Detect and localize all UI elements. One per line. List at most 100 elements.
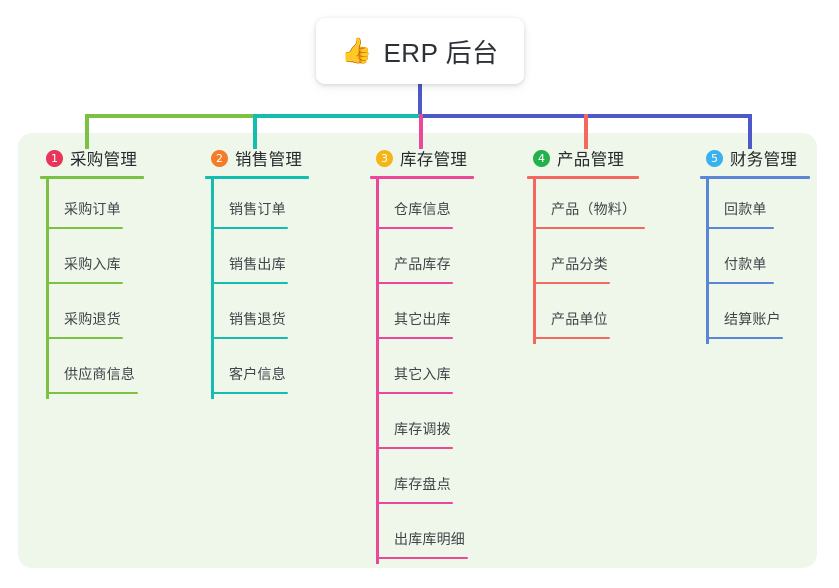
branch-title-2: 销售管理 [235, 151, 303, 169]
connector-root-stem [418, 84, 422, 115]
branch-items-1: 采购订单采购入库采购退货供应商信息 [40, 179, 144, 399]
branch-items-5: 回款单付款单结算账户 [700, 179, 810, 344]
branch-item-underline [376, 282, 453, 284]
branch-item[interactable]: 供应商信息 [40, 344, 144, 399]
branch-item-label: 供应商信息 [64, 366, 135, 382]
branch-header-5[interactable]: 5 财务管理 [700, 146, 810, 170]
branch-item[interactable]: 出库库明细 [370, 509, 474, 564]
branch-item[interactable]: 客户信息 [205, 344, 309, 399]
branch-column-5[interactable]: 5 财务管理回款单付款单结算账户 [700, 146, 810, 344]
branch-item[interactable]: 采购退货 [40, 289, 144, 344]
branch-item-label: 付款单 [724, 256, 767, 272]
branch-number-badge-4: 4 [533, 149, 550, 167]
branch-header-3[interactable]: 3 库存管理 [370, 146, 474, 170]
branch-title-5: 财务管理 [730, 151, 798, 169]
branch-item[interactable]: 销售退货 [205, 289, 309, 344]
branch-underline-1 [40, 176, 144, 179]
branch-item-label: 采购退货 [64, 311, 121, 327]
branch-item[interactable]: 库存盘点 [370, 454, 474, 509]
branch-underline-5 [700, 176, 810, 179]
connector-drop-2 [253, 114, 257, 149]
branch-number-badge-3: 3 [376, 149, 393, 167]
branch-item-label: 出库库明细 [394, 531, 465, 547]
branch-item[interactable]: 销售出库 [205, 234, 309, 289]
branch-item-label: 产品分类 [551, 256, 608, 272]
branch-item-label: 库存调拨 [394, 421, 451, 437]
branch-number-badge-2: 2 [211, 149, 228, 167]
branch-item[interactable]: 产品单位 [527, 289, 639, 344]
branch-spine-3 [376, 179, 379, 564]
branch-item-underline [376, 502, 453, 504]
connector-drop-1 [85, 114, 89, 149]
branch-number-badge-1: 1 [46, 149, 63, 167]
branch-item[interactable]: 产品分类 [527, 234, 639, 289]
diagram-panel-background [18, 133, 817, 568]
branch-item-label: 销售订单 [229, 201, 286, 217]
branch-underline-2 [205, 176, 309, 179]
branch-item-label: 销售退货 [229, 311, 286, 327]
root-node-content: 👍 ERP 后台 [341, 33, 498, 70]
branch-header-4[interactable]: 4 产品管理 [527, 146, 639, 170]
branch-title-4: 产品管理 [557, 151, 625, 169]
branch-items-2: 销售订单销售出库销售退货客户信息 [205, 179, 309, 399]
branch-title-3: 库存管理 [400, 151, 468, 169]
root-node-title: ERP 后台 [383, 37, 499, 68]
branch-item-underline [211, 337, 288, 339]
branch-spine-2 [211, 179, 214, 399]
branch-item-label: 产品单位 [551, 311, 608, 327]
branch-item-label: 采购订单 [64, 201, 121, 217]
branch-title-1: 采购管理 [70, 151, 138, 169]
branch-item-underline [376, 557, 468, 559]
branch-item-label: 仓库信息 [394, 201, 451, 217]
branch-item[interactable]: 其它入库 [370, 344, 474, 399]
branch-item-underline [46, 337, 123, 339]
branch-item[interactable]: 采购订单 [40, 179, 144, 234]
branch-item[interactable]: 库存调拨 [370, 399, 474, 454]
branch-item-label: 结算账户 [724, 311, 781, 327]
branch-item-underline [376, 392, 453, 394]
branch-item-label: 客户信息 [229, 366, 286, 382]
branch-item-underline [376, 227, 453, 229]
branch-items-3: 仓库信息产品库存其它出库其它入库库存调拨库存盘点出库库明细 [370, 179, 474, 564]
branch-item-label: 库存盘点 [394, 476, 451, 492]
branch-column-4[interactable]: 4 产品管理产品（物料） 产品分类产品单位 [527, 146, 645, 344]
branch-item-underline [211, 282, 288, 284]
branch-underline-4 [527, 176, 639, 179]
connector-bus-segment-1 [85, 114, 254, 118]
branch-column-3[interactable]: 3 库存管理仓库信息产品库存其它出库其它入库库存调拨库存盘点出库库明细 [370, 146, 474, 564]
branch-item[interactable]: 回款单 [700, 179, 810, 234]
branch-header-1[interactable]: 1 采购管理 [40, 146, 144, 170]
branch-spine-1 [46, 179, 49, 399]
branch-spine-5 [706, 179, 709, 344]
connector-drop-3 [419, 114, 423, 149]
branch-item-underline [706, 337, 783, 339]
branch-item[interactable]: 其它出库 [370, 289, 474, 344]
branch-item[interactable]: 仓库信息 [370, 179, 474, 234]
branch-column-1[interactable]: 1 采购管理采购订单采购入库采购退货供应商信息 [40, 146, 144, 399]
branch-underline-3 [370, 176, 474, 179]
branch-item-underline [533, 337, 610, 339]
branch-item-underline [533, 282, 610, 284]
branch-items-4: 产品（物料） 产品分类产品单位 [527, 179, 645, 344]
branch-item-underline [211, 392, 288, 394]
branch-item-label: 其它入库 [394, 366, 451, 382]
branch-item[interactable]: 产品库存 [370, 234, 474, 289]
root-node-erp-backend[interactable]: 👍 ERP 后台 [316, 18, 524, 84]
branch-spine-4 [533, 179, 536, 344]
branch-item-underline [376, 337, 453, 339]
branch-item[interactable]: 结算账户 [700, 289, 810, 344]
branch-item[interactable]: 采购入库 [40, 234, 144, 289]
branch-item[interactable]: 付款单 [700, 234, 810, 289]
branch-item-label: 产品（物料） [551, 201, 637, 217]
connector-drop-5 [748, 114, 752, 149]
branch-item[interactable]: 销售订单 [205, 179, 309, 234]
branch-item[interactable]: 产品（物料） [527, 179, 645, 234]
branch-header-2[interactable]: 2 销售管理 [205, 146, 309, 170]
branch-item-underline [46, 282, 123, 284]
branch-item-label: 产品库存 [394, 256, 451, 272]
branch-item-underline [706, 227, 774, 229]
branch-number-badge-5: 5 [706, 149, 723, 167]
branch-column-2[interactable]: 2 销售管理销售订单销售出库销售退货客户信息 [205, 146, 309, 399]
branch-item-underline [46, 227, 123, 229]
